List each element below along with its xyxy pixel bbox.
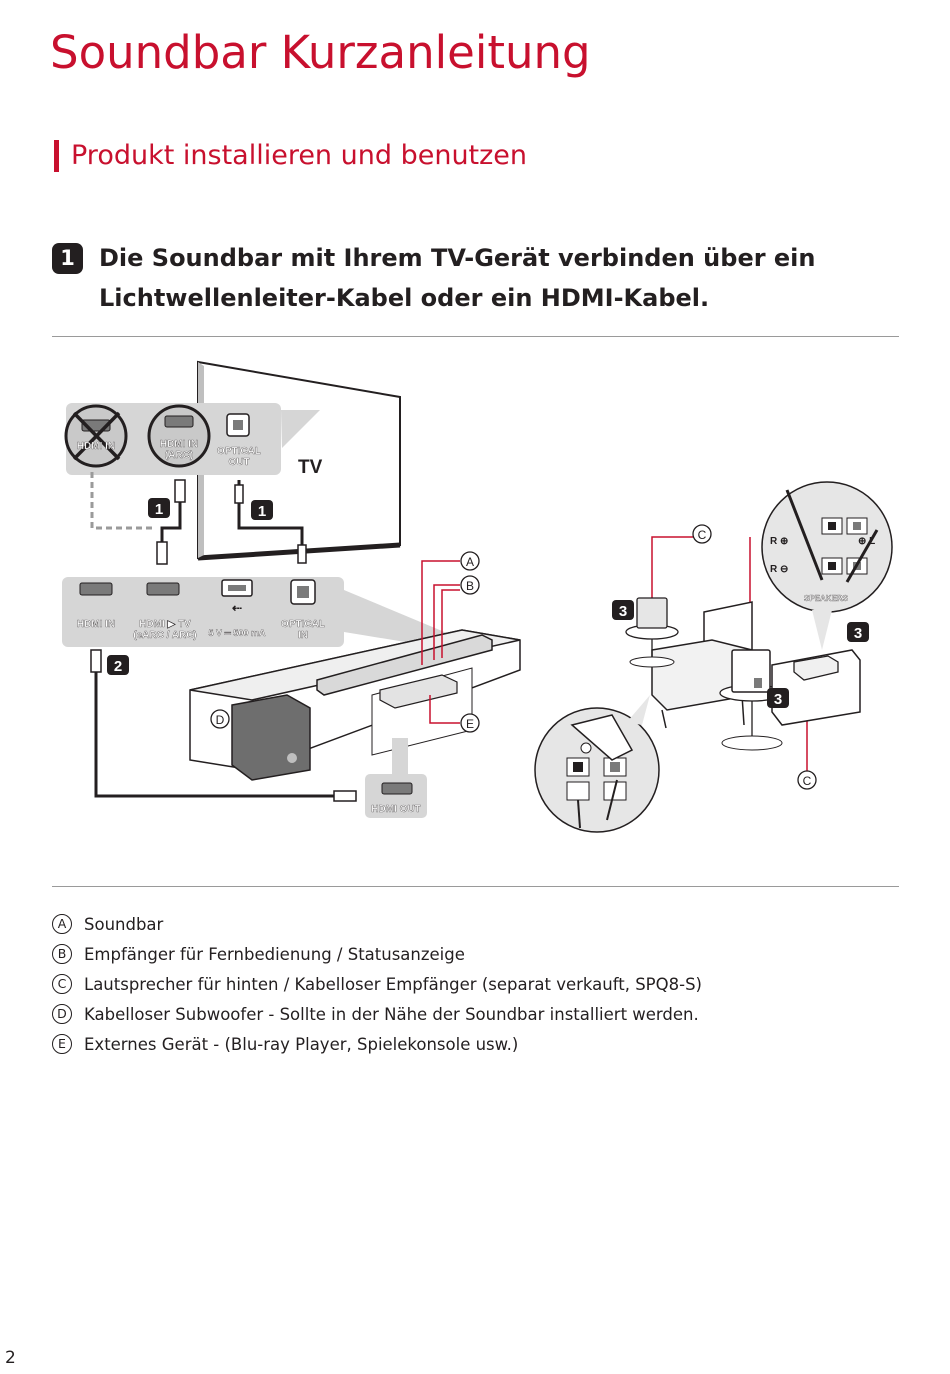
bar-hdmi-tv-sub: (eARC / ARC)	[133, 630, 197, 641]
bar-optical-label: OPTICAL	[281, 619, 325, 630]
bar-hdmi-tv-label: HDMI ▶ TV	[139, 619, 191, 630]
callout-a: A	[460, 551, 480, 571]
step-line-2: Lichtwellenleiter-Kabel oder ein HDMI-Ka…	[99, 284, 710, 312]
legend-item: C Lautsprecher für hinten / Kabelloser Em…	[52, 970, 702, 1000]
callout-e: E	[460, 713, 480, 733]
legend-list: A Soundbar B Empfänger für Fernbedienung /…	[52, 910, 702, 1060]
callout-b: B	[460, 575, 480, 595]
bar-usb-label: 5 V ═ 500 mA	[209, 628, 266, 638]
bar-hdmi-in-label: HDMI IN	[77, 619, 115, 630]
svg-text:C: C	[803, 774, 812, 788]
page-title: Soundbar Kurzanleitung	[50, 26, 591, 79]
soundbar-port-panel: HDMI IN HDMI ▶ TV (eARC / ARC) ⇠ 5 V ═ 5…	[62, 577, 454, 648]
section-heading: Produkt installieren und benutzen	[54, 140, 527, 172]
divider-bottom	[52, 886, 899, 887]
divider-top	[52, 336, 899, 337]
connection-diagram: TV HDMI IN HDMI IN (ARC) OPTICAL OUT 1 1	[62, 360, 893, 833]
step-badge-rear-left-text: 3	[619, 603, 627, 620]
legend-item: A Soundbar	[52, 910, 702, 940]
svg-text:B: B	[466, 579, 474, 593]
callout-c-bottom: C	[797, 770, 817, 790]
step-badge-hdmi-text: 1	[155, 501, 163, 518]
step-line-1: Die Soundbar mit Ihrem TV-Gerät verbinde…	[99, 244, 816, 272]
device-port-panel: HDMI OUT	[365, 738, 427, 818]
svg-text:A: A	[466, 555, 474, 569]
terminal-r-minus: R ⊖	[770, 564, 788, 575]
step-badge-receiver	[847, 622, 869, 642]
step-instruction: Die Soundbar mit Ihrem TV-Gerät verbinde…	[99, 238, 899, 318]
legend-item: E Externes Gerät - (Blu-ray Player, Spiel…	[52, 1030, 702, 1060]
legend-key: E	[52, 1033, 72, 1054]
legend-text: Empfänger für Fernbedienung / Statusanze…	[84, 945, 465, 964]
step-number-badge: 1	[52, 243, 83, 274]
legend-key: A	[52, 913, 72, 934]
legend-text: Lautsprecher für hinten / Kabelloser Emp…	[84, 975, 702, 994]
hdmi-device-cable	[90, 649, 357, 802]
legend-item: D Kabelloser Subwoofer - Sollte in der Nä…	[52, 1000, 702, 1030]
callout-c-top: C	[692, 524, 712, 544]
tv-cables	[90, 472, 307, 565]
step-badge-receiver-text: 3	[854, 625, 862, 642]
tv-hdmi-arc-sub: (ARC)	[165, 450, 193, 461]
legend-text: Externes Gerät - (Blu-ray Player, Spiele…	[84, 1035, 519, 1054]
tv-optical-label: OPTICAL	[217, 446, 261, 457]
step-badge-optical	[251, 500, 273, 520]
speakers-label: SPEAKERS	[804, 594, 849, 603]
step-badge-device-text: 2	[114, 658, 122, 675]
tv-optical-sub: OUT	[228, 457, 249, 468]
device-hdmi-out-label: HDMI OUT	[371, 804, 420, 815]
step-badge-rear-right-text: 3	[774, 691, 782, 708]
tv-stand	[189, 629, 521, 781]
usb-icon: ⇠	[232, 601, 242, 615]
tv-hdmi-in-label: HDMI IN	[77, 441, 115, 452]
step-badge-optical-text: 1	[258, 503, 266, 520]
callout-d: D	[210, 709, 230, 729]
tv-hdmi-arc-label: HDMI IN	[160, 439, 198, 450]
tv-label: TV	[298, 457, 323, 478]
legend-text: Soundbar	[84, 915, 164, 934]
step-badge-rear-right	[767, 688, 789, 708]
legend-text: Kabelloser Subwoofer - Sollte in der Näh…	[84, 1005, 699, 1024]
step-badge-device	[107, 655, 129, 675]
bar-optical-sub: IN	[298, 630, 308, 641]
step-badge-rear-left	[612, 600, 634, 620]
step-badge-hdmi	[148, 498, 170, 518]
svg-text:D: D	[216, 713, 225, 727]
rear-room-scene: R ⊕ R ⊖ ⊕ L SPEAKERS	[534, 481, 893, 833]
tv-port-panel: HDMI IN HDMI IN (ARC) OPTICAL OUT	[64, 403, 320, 475]
terminal-l-plus: ⊕ L	[858, 536, 875, 547]
page-number: 2	[5, 1348, 16, 1368]
legend-key: B	[52, 943, 72, 964]
terminal-r-plus: R ⊕	[770, 536, 788, 547]
svg-text:E: E	[466, 717, 474, 731]
legend-item: B Empfänger für Fernbedienung / Statusanz…	[52, 940, 702, 970]
legend-key: C	[52, 973, 72, 994]
svg-text:C: C	[698, 528, 707, 542]
legend-key: D	[52, 1003, 72, 1024]
